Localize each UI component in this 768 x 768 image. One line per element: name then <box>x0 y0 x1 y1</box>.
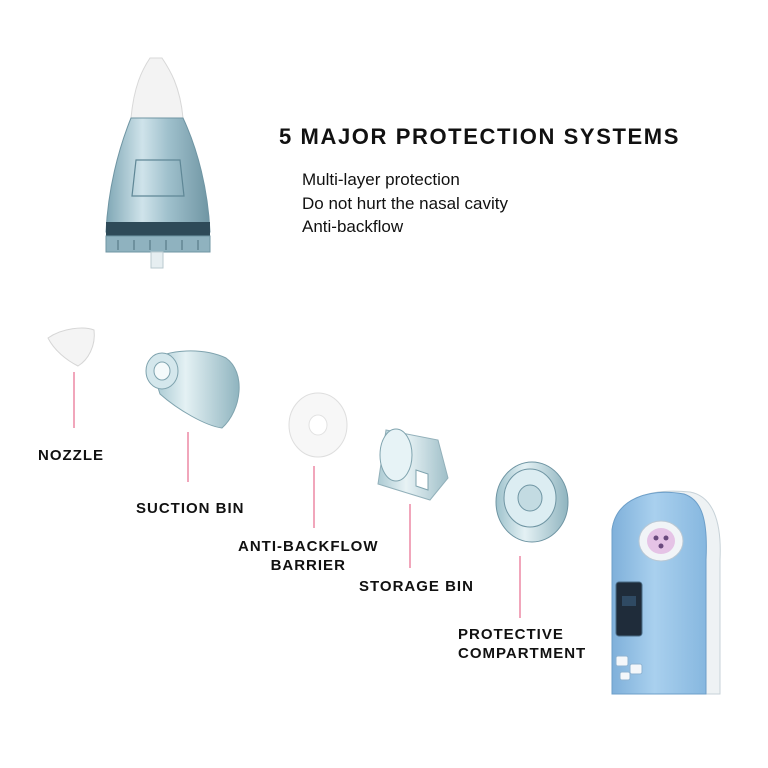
nozzle-part <box>47 327 95 428</box>
label-line: SUCTION BIN <box>136 500 245 517</box>
aspirator-device <box>611 490 721 695</box>
label-line: ANTI-BACKFLOW <box>238 538 379 555</box>
label-line: PROTECTIVE <box>458 626 564 643</box>
label-storage-bin: STORAGE BIN <box>359 577 474 596</box>
storage-bin-part <box>377 428 449 568</box>
label-anti-backflow-barrier: ANTI-BACKFLOW BARRIER <box>238 537 378 575</box>
feature-item: Anti-backflow <box>302 217 404 236</box>
feature-item: Multi-layer protection <box>302 170 460 189</box>
label-nozzle: NOZZLE <box>38 446 104 465</box>
label-protective-compartment: PROTECTIVE COMPARTMENT <box>458 625 586 663</box>
label-line: NOZZLE <box>38 447 104 464</box>
label-line: BARRIER <box>270 557 346 574</box>
label-line: STORAGE BIN <box>359 578 474 595</box>
feature-list: Multi-layer protection Do not hurt the n… <box>302 168 508 239</box>
label-line: COMPARTMENT <box>458 645 587 662</box>
page-title: 5 MAJOR PROTECTION SYSTEMS <box>279 124 680 149</box>
anti-backflow-barrier-part <box>288 392 348 528</box>
assembled-nozzle-head <box>105 57 211 269</box>
protective-compartment-part <box>495 461 569 618</box>
feature-item: Do not hurt the nasal cavity <box>302 193 509 213</box>
suction-bin-part <box>145 350 240 482</box>
label-suction-bin: SUCTION BIN <box>136 499 245 518</box>
